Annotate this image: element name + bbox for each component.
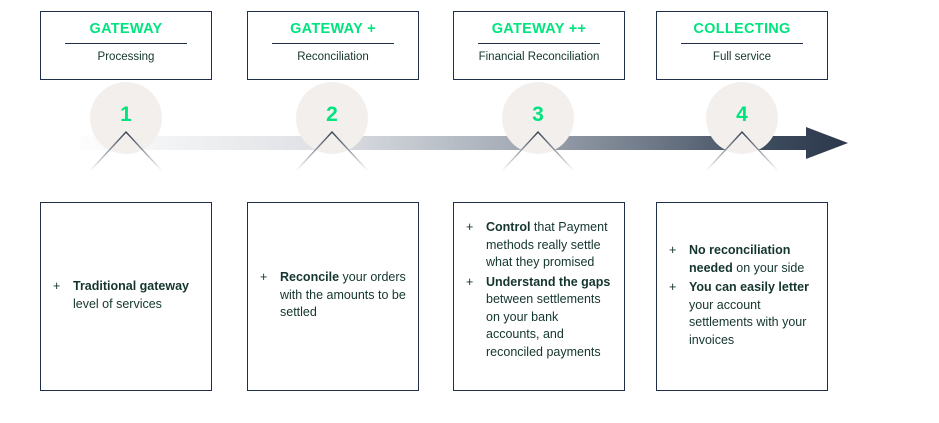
- plus-bullet-icon: +: [669, 280, 677, 294]
- stage-header-4: COLLECTING Full service: [656, 11, 828, 80]
- stage-divider-1: [64, 43, 188, 44]
- list-item: + No reconciliation needed on your side: [665, 242, 817, 277]
- step-pointer-icon-2: [295, 130, 369, 172]
- bullet-rest: between settlements on your bank account…: [486, 292, 601, 359]
- stage-details-2: + Reconcile your orders with the amounts…: [247, 202, 419, 391]
- stage-title-2: GATEWAY +: [290, 21, 376, 37]
- stage-details-4: + No reconciliation needed on your side …: [656, 202, 828, 391]
- step-marker-4: 4: [705, 82, 779, 172]
- maturity-progress-arrow: [0, 126, 939, 160]
- list-item: + You can easily letter your account set…: [665, 279, 817, 349]
- step-pointer-icon-1: [89, 130, 163, 172]
- step-circle-4: 4: [706, 82, 778, 154]
- stage-subtitle-3: Financial Reconciliation: [478, 51, 600, 63]
- step-marker-2: 2: [295, 82, 369, 172]
- arrow-shape: [80, 127, 848, 159]
- step-number-4: 4: [736, 102, 748, 126]
- bullet-text: Reconcile your orders with the amounts t…: [280, 269, 408, 322]
- bullet-text: Understand the gaps between settlements …: [486, 274, 614, 362]
- stage-title-1: GATEWAY: [89, 21, 163, 37]
- step-marker-3: 3: [501, 82, 575, 172]
- plus-bullet-icon: +: [466, 220, 474, 234]
- list-item: + Control that Payment methods really se…: [462, 219, 614, 272]
- bullet-rest: level of services: [73, 296, 162, 311]
- bullet-bold: You can easily letter: [689, 280, 809, 294]
- plus-bullet-icon: +: [260, 270, 268, 285]
- list-item: + Reconcile your orders with the amounts…: [256, 269, 408, 322]
- bullet-rest: your orders with the amounts to be settl…: [280, 270, 406, 320]
- step-pointer-icon-4: [705, 130, 779, 172]
- plus-bullet-icon: +: [53, 279, 61, 293]
- stage-subtitle-2: Reconciliation: [297, 51, 369, 63]
- stage-divider-4: [680, 43, 804, 44]
- step-circle-1: 1: [90, 82, 162, 154]
- stage-details-1: + Traditional gateway level of services: [40, 202, 212, 391]
- stage-header-1: GATEWAY Processing: [40, 11, 212, 80]
- step-number-3: 3: [532, 102, 544, 126]
- bullet-text: Control that Payment methods really sett…: [486, 219, 614, 272]
- stage-header-3: GATEWAY ++ Financial Reconciliation: [453, 11, 625, 80]
- stage-title-3: GATEWAY ++: [491, 21, 587, 37]
- bullet-text: No reconciliation needed on your side: [689, 242, 817, 277]
- stage-divider-3: [477, 43, 601, 44]
- step-pointer-icon-3: [501, 130, 575, 172]
- bullet-text: Traditional gateway level of services: [73, 278, 201, 313]
- plus-bullet-icon: +: [669, 243, 677, 257]
- list-item: + Traditional gateway level of services: [49, 278, 201, 313]
- step-circle-2: 2: [296, 82, 368, 154]
- bullet-bold: Traditional gateway: [73, 279, 190, 293]
- step-marker-1: 1: [89, 82, 163, 172]
- stage-divider-2: [271, 43, 395, 44]
- stage-subtitle-4: Full service: [712, 51, 772, 63]
- bullet-bold: No reconciliation needed: [689, 243, 791, 275]
- bullet-rest: on your side: [732, 260, 805, 275]
- bullet-text: You can easily letter your account settl…: [689, 279, 817, 349]
- step-circle-3: 3: [502, 82, 574, 154]
- bullet-rest: your account settlements with your invoi…: [689, 297, 807, 347]
- bullet-rest: that Payment methods really settle what …: [486, 220, 608, 269]
- stage-details-3: + Control that Payment methods really se…: [453, 202, 625, 391]
- bullet-bold: Understand the gaps: [486, 274, 611, 289]
- stage-header-2: GATEWAY + Reconciliation: [247, 11, 419, 80]
- list-item: + Understand the gaps between settlement…: [462, 274, 614, 362]
- stage-subtitle-1: Processing: [97, 51, 155, 63]
- bullet-bold: Control: [486, 220, 531, 234]
- plus-bullet-icon: +: [466, 274, 474, 289]
- stage-title-4: COLLECTING: [693, 21, 791, 37]
- step-number-1: 1: [120, 102, 132, 126]
- step-number-2: 2: [326, 102, 338, 126]
- bullet-bold: Reconcile: [280, 270, 340, 285]
